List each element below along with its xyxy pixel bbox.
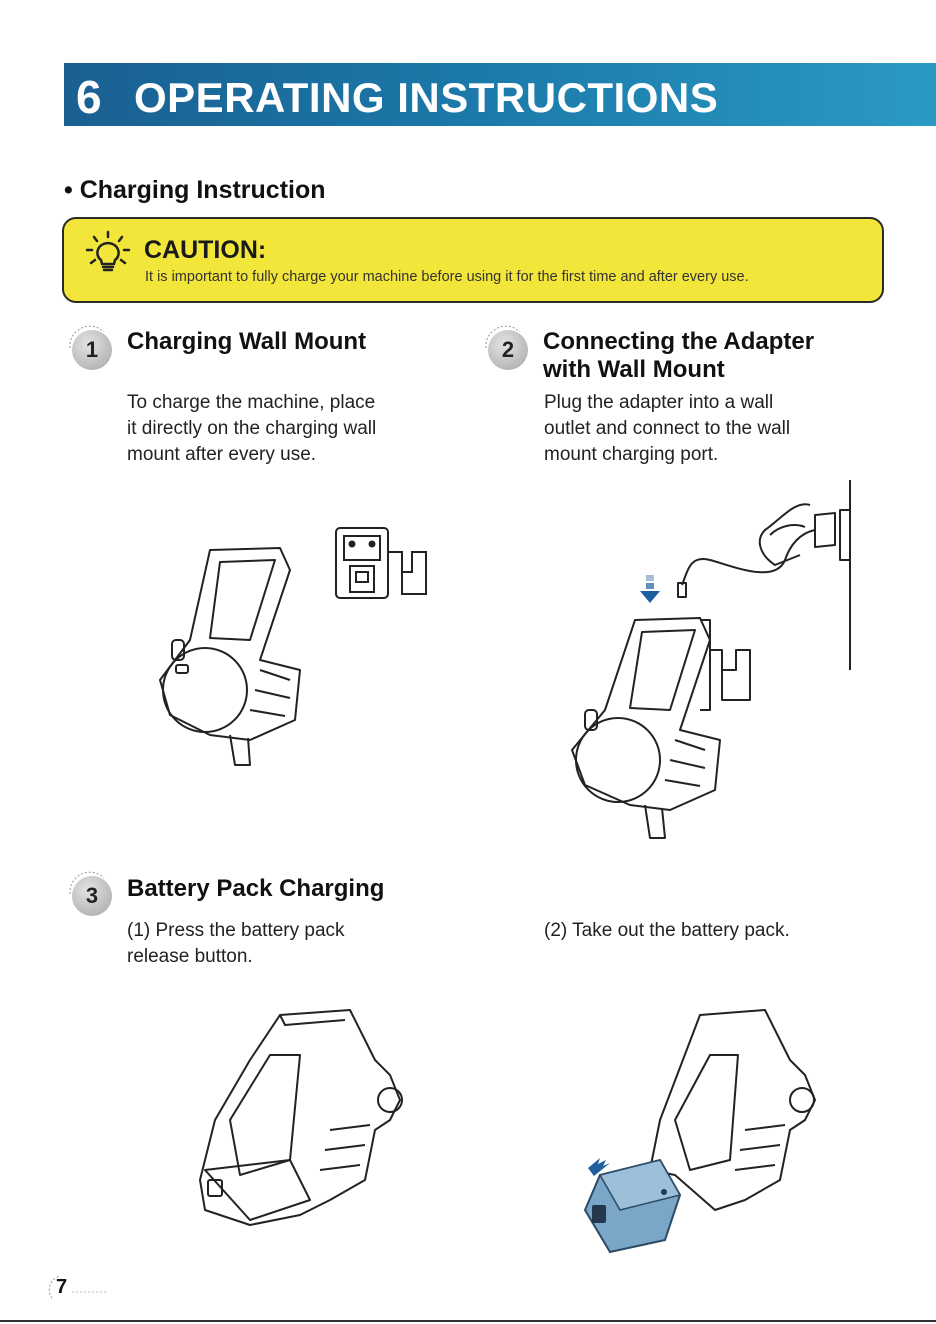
bottom-rule xyxy=(0,1320,936,1322)
vacuum-on-mount-illustration xyxy=(571,617,751,839)
step-2-title-line: Connecting the Adapter xyxy=(543,328,815,355)
step-2-line: Plug the adapter into a wall xyxy=(544,392,774,413)
step-1-text: To charge the machine, place it directly… xyxy=(127,390,376,468)
step-2-text: Plug the adapter into a wall outlet and … xyxy=(544,390,790,468)
badge-ring-decoration xyxy=(69,325,105,349)
vacuum-body-illustration xyxy=(159,547,301,766)
step-3-sub2-text: (2) Take out the battery pack. xyxy=(544,918,790,944)
caution-title: CAUTION: xyxy=(144,236,267,264)
adapter-plug-illustration xyxy=(640,480,851,670)
lightbulb-icon xyxy=(85,230,131,272)
section-heading: • Charging Instruction xyxy=(64,176,326,204)
battery-latch xyxy=(592,1205,606,1223)
step-2-line: outlet and connect to the wall xyxy=(544,418,791,439)
caution-text: It is important to fully charge your mac… xyxy=(145,269,749,285)
wall-mount-illustration xyxy=(335,527,427,599)
section-number: 6 xyxy=(76,71,102,123)
step-3-sub1-text: (1) Press the battery pack release butto… xyxy=(127,918,345,970)
remove-battery-illustration xyxy=(583,1009,816,1254)
header-bar xyxy=(64,63,936,126)
step-2-line: mount charging port. xyxy=(544,444,719,465)
page-number: 7 xyxy=(56,1276,68,1298)
step-1-line: it directly on the charging wall xyxy=(127,418,377,439)
step-badge-2: 2 xyxy=(488,330,528,370)
step-2-title-line: with Wall Mount xyxy=(543,356,725,383)
step-3-title: Battery Pack Charging xyxy=(127,875,385,902)
step-badge-1: 1 xyxy=(72,330,112,370)
step-3-sub1-line: (1) Press the battery pack xyxy=(127,920,345,941)
press-release-button-illustration xyxy=(199,1009,403,1226)
caution-box xyxy=(62,217,884,303)
page-number-ring xyxy=(48,1275,106,1299)
step-1-title: Charging Wall Mount xyxy=(127,328,367,355)
step-1-line: To charge the machine, place xyxy=(127,392,376,413)
badge-ring-decoration xyxy=(485,325,521,349)
step-2-title: Connecting the Adapter with Wall Mount xyxy=(543,328,814,384)
step-1-line: mount after every use. xyxy=(127,444,317,465)
page-title: OPERATING INSTRUCTIONS xyxy=(134,74,719,121)
step-badge-3: 3 xyxy=(72,876,112,916)
step-3-sub2-line: (2) Take out the battery pack. xyxy=(544,920,790,941)
step-3-sub1-line: release button. xyxy=(127,946,253,967)
badge-ring-decoration xyxy=(69,871,105,895)
